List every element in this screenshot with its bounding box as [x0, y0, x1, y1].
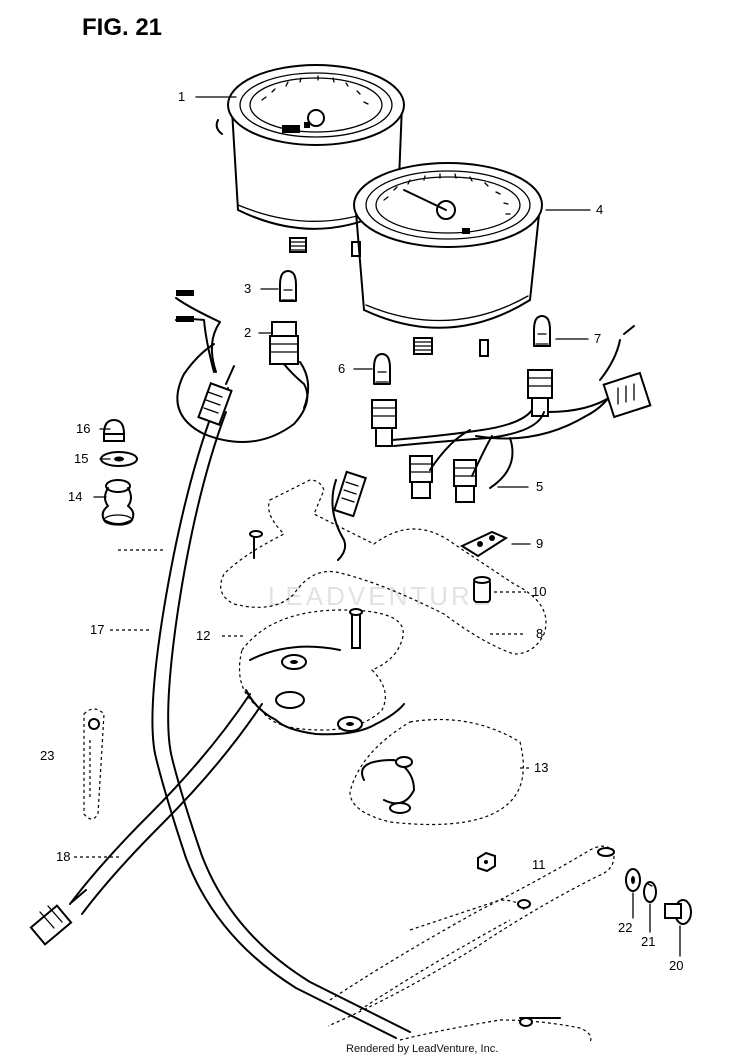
callout-10: 10 — [532, 584, 547, 599]
meter-bulb — [279, 270, 297, 302]
callout-13: 13 — [534, 760, 549, 775]
callout-18: 18 — [56, 849, 71, 864]
indicator-bulb — [373, 353, 391, 385]
callout-22: 22 — [618, 920, 633, 935]
leader-lines — [74, 96, 681, 957]
speedometer-gauge — [215, 64, 405, 257]
callout-15: 15 — [74, 451, 89, 466]
meter-case — [238, 608, 405, 736]
cable-strap — [83, 708, 105, 820]
callout-3: 3 — [244, 281, 252, 296]
meter-stay — [327, 845, 615, 1043]
callout-17: 17 — [90, 622, 105, 637]
cushion-damper — [459, 530, 509, 558]
callout-23: 23 — [40, 748, 55, 763]
spacer-sleeve — [473, 576, 491, 603]
watermark-text: LEADVENTURE — [268, 581, 493, 611]
cap-nut — [103, 419, 125, 442]
callout-11: 11 — [532, 857, 546, 872]
callout-6: 6 — [338, 361, 346, 376]
hex-nut — [477, 851, 496, 873]
callout-2: 2 — [244, 325, 252, 340]
callout-1: 1 — [178, 89, 186, 104]
callout-21: 21 — [641, 934, 656, 949]
plain-washer — [625, 868, 641, 892]
rubber-grommet — [101, 479, 135, 526]
callout-5: 5 — [536, 479, 544, 494]
callout-4: 4 — [596, 202, 604, 217]
lower-meter-cover — [349, 718, 524, 826]
callout-12: 12 — [196, 628, 211, 643]
callout-8: 8 — [536, 626, 544, 641]
lock-washer — [643, 881, 657, 903]
tachometer-cable — [29, 693, 263, 946]
callout-9: 9 — [536, 536, 544, 551]
callout-20: 20 — [669, 958, 684, 973]
callout-7: 7 — [594, 331, 602, 346]
bolt — [664, 899, 692, 925]
callout-16: 16 — [76, 421, 91, 436]
speedometer-cable — [151, 365, 411, 1039]
indicator-socket-harness — [371, 325, 652, 503]
bulb-socket-with-wire — [175, 290, 310, 443]
figure-title: FIG. 21 — [82, 14, 163, 41]
indicator-bulb-2 — [533, 315, 551, 347]
meter-bracket — [220, 470, 547, 655]
callout-14: 14 — [68, 489, 83, 504]
render-credit: Rendered by LeadVenture, Inc. — [346, 1043, 499, 1055]
tachometer-gauge — [353, 162, 543, 357]
